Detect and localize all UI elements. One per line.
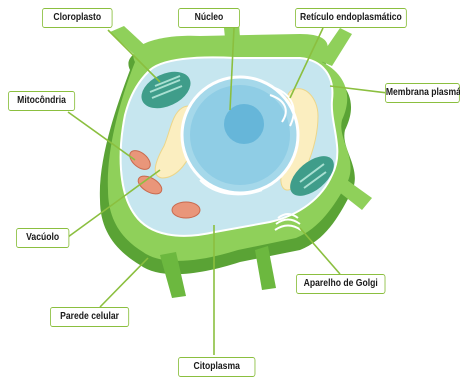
label-parede: Parede celular xyxy=(50,307,129,327)
label-reticulo: Retículo endoplasmático xyxy=(295,8,407,28)
label-mitocondria: Mitocôndria xyxy=(8,91,75,111)
lead-parede xyxy=(100,258,148,307)
label-citoplasma: Citoplasma xyxy=(178,357,255,377)
label-vacuolo: Vacúolo xyxy=(16,228,69,248)
label-nucleo: Núcleo xyxy=(178,8,240,28)
label-membrana: Membrana plasmática xyxy=(385,83,460,103)
label-cloroplasto: Cloroplasto xyxy=(42,8,113,28)
label-golgi: Aparelho de Golgi xyxy=(296,274,385,294)
nucleus xyxy=(182,77,298,193)
